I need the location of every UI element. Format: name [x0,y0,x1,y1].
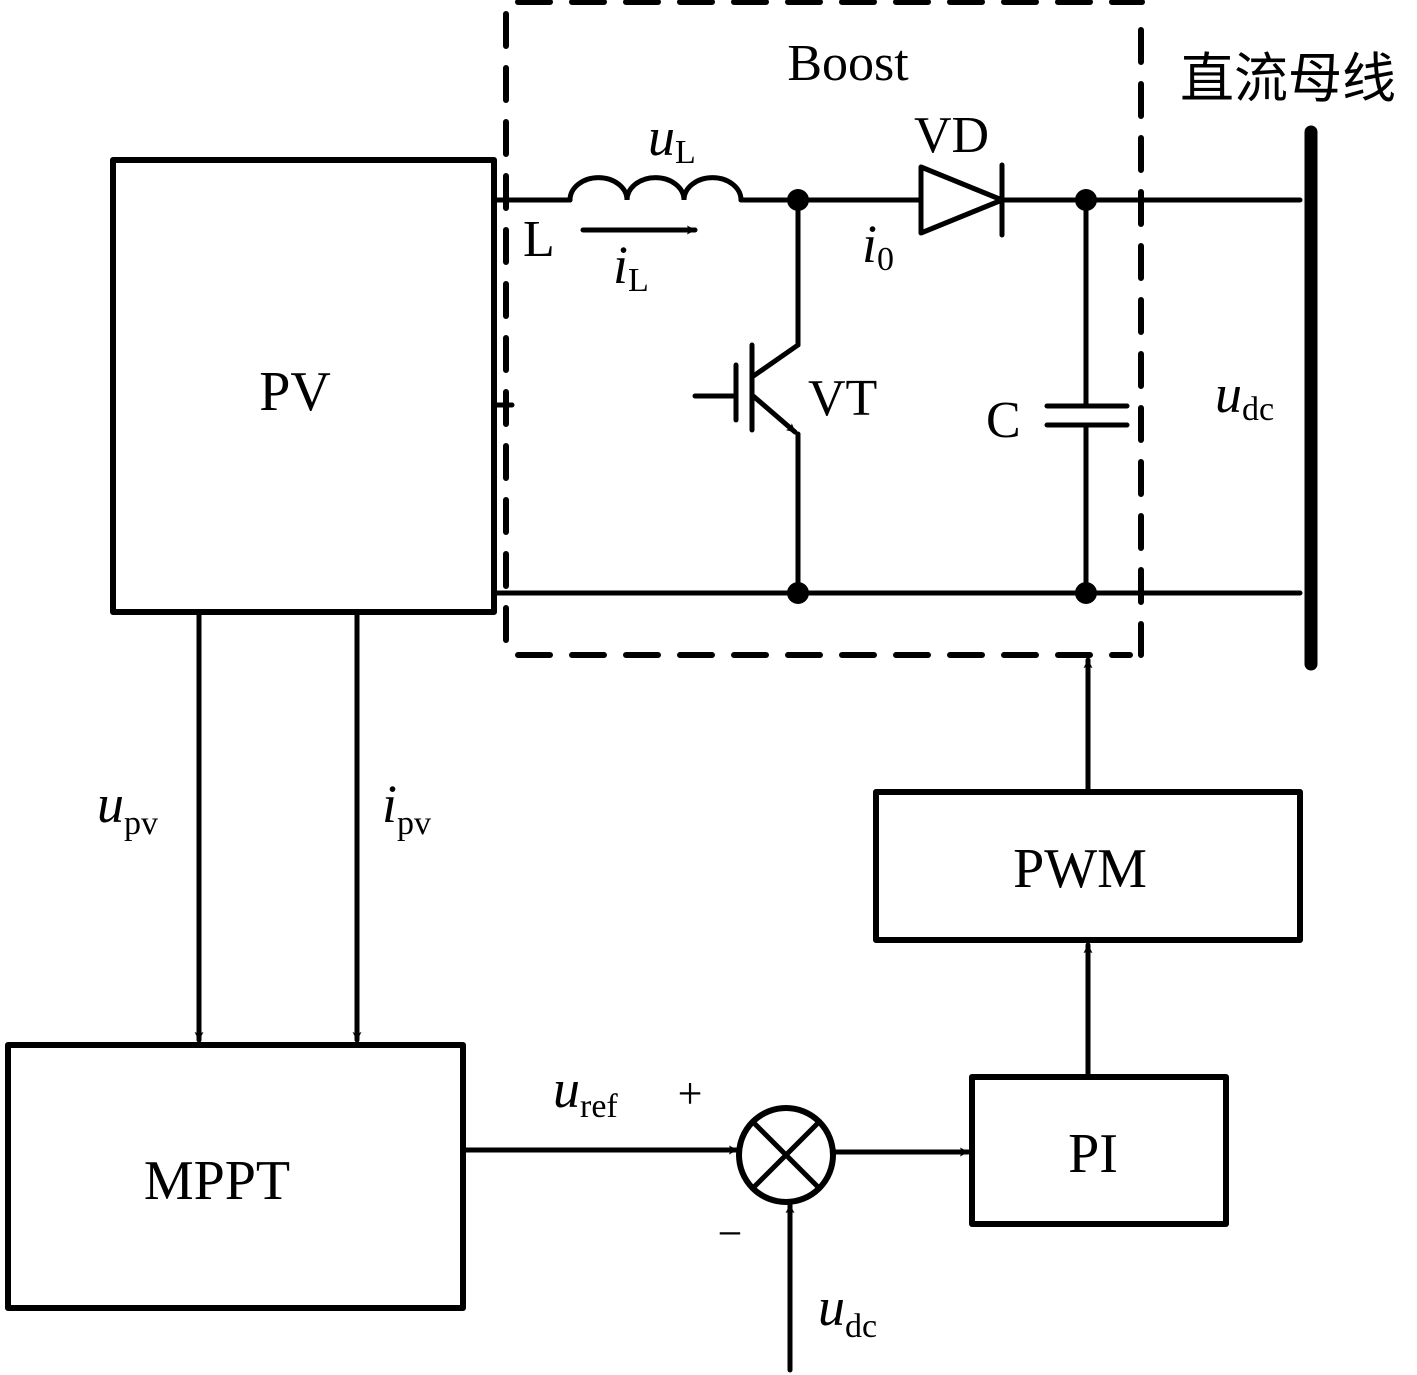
summing-junction-icon [736,1105,836,1205]
capacitor-icon [1044,197,1303,596]
inductor-label: L [523,211,555,268]
inductor-current-label: iL [613,235,649,299]
diode-icon [918,162,1303,238]
udc-feedback-label: udc [818,1277,877,1345]
switch-label: VT [808,370,877,427]
igbt-switch-icon [692,197,801,596]
pwm-label: PWM [1013,838,1147,900]
inductor-icon [567,175,923,203]
mppt-label: MPPT [144,1150,290,1212]
dc-bus-label: 直流母线 [1180,47,1396,110]
mppt-block [5,1042,466,1311]
minus-sign: − [718,1209,743,1258]
uref-label: uref [553,1059,618,1125]
boost-title: Boost [787,35,909,92]
pi-block [969,1074,1229,1227]
ipv-label: ipv [382,774,431,842]
capacitor-label: C [986,392,1021,449]
diode-current-label: i0 [862,214,894,278]
plus-sign: + [678,1069,703,1118]
diode-label: VD [914,107,989,164]
inductor-voltage-label: uL [648,107,696,171]
pv-label: PV [259,361,331,423]
dc-bus-voltage-label: udc [1215,364,1274,428]
pv-output-wires [491,197,1163,596]
boost-boundary [503,0,1145,658]
pi-label: PI [1068,1123,1118,1185]
upv-label: upv [97,774,158,842]
pv-block [110,157,497,615]
